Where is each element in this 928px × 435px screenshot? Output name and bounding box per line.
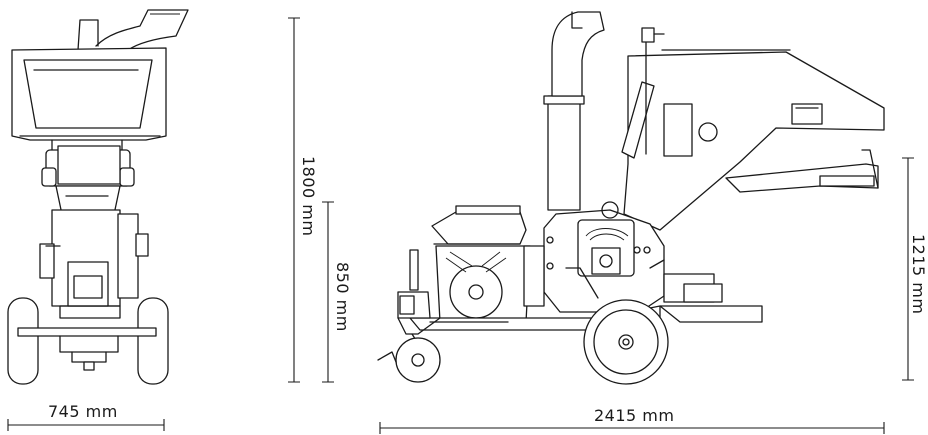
- total-height-label: 1800 mm: [299, 156, 318, 237]
- front-width-label: 745 mm: [48, 402, 118, 421]
- height-dimension-line: [288, 17, 300, 383]
- front-view: [7, 9, 189, 385]
- hopper-height-label: 850 mm: [333, 262, 352, 332]
- hopper-height-dimension-line: [322, 201, 334, 383]
- width-dimension-line: [7, 419, 165, 431]
- side-length-label: 2415 mm: [594, 406, 675, 425]
- chute-height-dimension-line: [902, 157, 914, 381]
- dimension-lines: [7, 17, 914, 434]
- chute-height-label: 1215 mm: [909, 234, 928, 315]
- side-view: [377, 11, 885, 385]
- length-dimension-line: [379, 422, 885, 434]
